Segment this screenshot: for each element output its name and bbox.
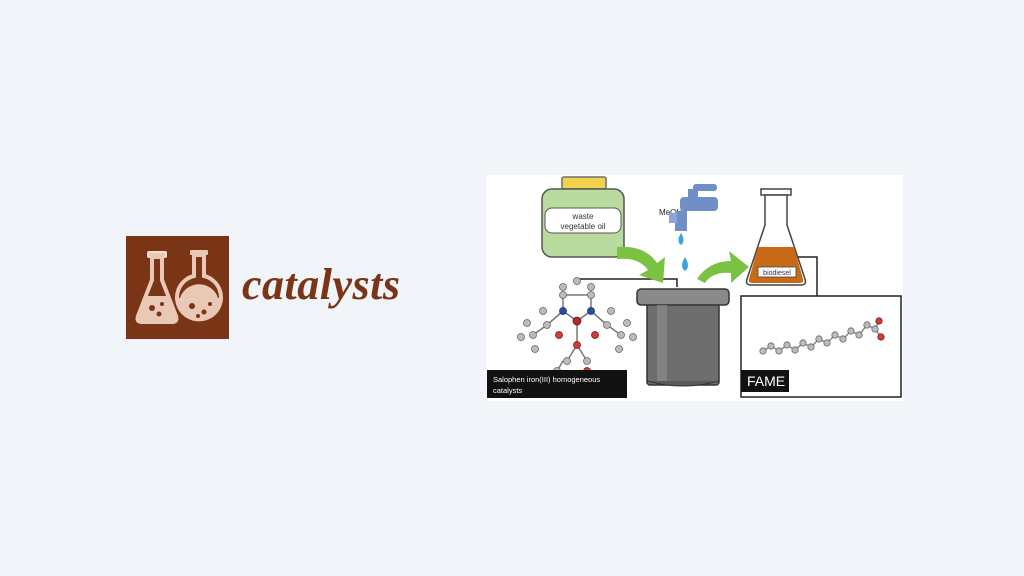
fame-molecule-icon bbox=[759, 317, 885, 355]
graphical-abstract: waste vegetable oil MeOH bbox=[487, 175, 903, 401]
arrow-right-down-icon bbox=[617, 246, 665, 283]
arrow-right-up-icon bbox=[697, 251, 749, 283]
salophen-molecule-icon bbox=[517, 277, 637, 375]
catalysts-logo-text: catalysts bbox=[242, 260, 401, 309]
catalyst-label-line1: Salophen iron(III) homogeneous bbox=[493, 375, 600, 384]
catalyst-label-line2: catalysts bbox=[493, 386, 522, 395]
fame-label: FAME bbox=[747, 373, 785, 389]
flasks-icon bbox=[135, 250, 223, 324]
biodiesel-flask-icon: biodiesel bbox=[745, 188, 807, 286]
reactor-vessel-icon bbox=[636, 288, 730, 387]
water-tap-icon bbox=[669, 184, 718, 271]
biodiesel-label: biodiesel bbox=[763, 270, 791, 277]
meoh-label: MeOH bbox=[659, 208, 682, 217]
catalysts-logo-icon bbox=[126, 236, 229, 339]
oil-label-line2: vegetable oil bbox=[561, 222, 606, 231]
oil-bottle-icon: waste vegetable oil bbox=[541, 176, 625, 258]
oil-label-line1: waste bbox=[572, 212, 594, 221]
